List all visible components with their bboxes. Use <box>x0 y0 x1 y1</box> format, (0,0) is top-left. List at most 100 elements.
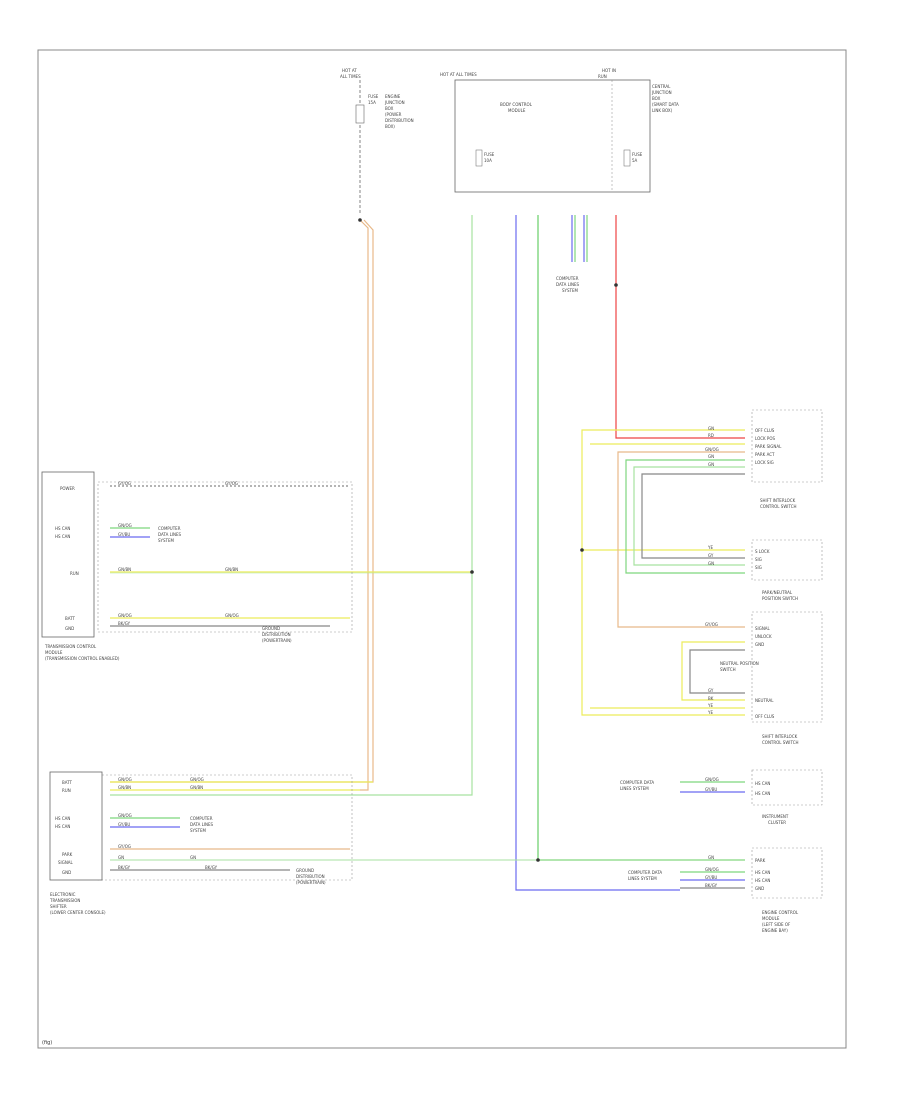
svg-text:SHIFT INTERLOCK: SHIFT INTERLOCK <box>760 498 796 503</box>
svg-text:PARK: PARK <box>755 858 766 863</box>
svg-text:SIG: SIG <box>755 557 762 562</box>
svg-text:GY/OG: GY/OG <box>118 481 131 486</box>
wire-shifter <box>110 817 350 871</box>
fuse-top-left: HOT AT ALL TIMES FUSE 15A ENGINE JUNCTIO… <box>340 68 414 215</box>
wire-yellow-right <box>581 429 745 716</box>
wire-green-right <box>625 459 745 574</box>
park-neutral-switch: S LOCK SIG SIG PARK/NEUTRAL POSITION SWI… <box>751 539 823 601</box>
svg-text:DATA LINES: DATA LINES <box>556 282 580 287</box>
svg-text:SYSTEM: SYSTEM <box>190 828 206 833</box>
svg-text:HOT AT: HOT AT <box>342 68 357 73</box>
svg-text:UNLOCK: UNLOCK <box>755 634 772 639</box>
svg-text:GN/OG: GN/OG <box>190 777 204 782</box>
svg-text:(TRANSMISSION CONTROL ENABLED): (TRANSMISSION CONTROL ENABLED) <box>45 656 120 661</box>
svg-text:GN/OG: GN/OG <box>118 613 132 618</box>
svg-text:BK/GY: BK/GY <box>118 865 131 870</box>
svg-text:GN/BN: GN/BN <box>118 785 131 790</box>
svg-text:PARK: PARK <box>62 852 73 857</box>
svg-text:S LOCK: S LOCK <box>755 549 770 554</box>
svg-text:CONTROL SWITCH: CONTROL SWITCH <box>760 504 797 509</box>
svg-text:ALL TIMES: ALL TIMES <box>340 74 361 79</box>
svg-text:HS CAN: HS CAN <box>755 781 770 786</box>
svg-text:TRANSMISSION: TRANSMISSION <box>49 898 80 903</box>
svg-text:GN/OG: GN/OG <box>118 523 132 528</box>
svg-text:GN/OG: GN/OG <box>705 777 719 782</box>
svg-text:YE: YE <box>707 703 713 708</box>
svg-text:GN/OG: GN/OG <box>225 613 239 618</box>
ic-wire-labels: GN/OG GY/BU <box>705 777 719 792</box>
park-switch-wire-labels: YE GY GN <box>707 545 714 566</box>
svg-text:JUNCTION: JUNCTION <box>651 90 672 95</box>
svg-text:(LEFT SIDE OF: (LEFT SIDE OF <box>762 922 791 927</box>
svg-text:10A: 10A <box>484 158 492 163</box>
svg-text:MODULE: MODULE <box>45 650 63 655</box>
svg-text:(LOWER CENTER CONSOLE): (LOWER CENTER CONSOLE) <box>50 910 106 915</box>
svg-text:HS CAN: HS CAN <box>55 534 70 539</box>
svg-text:RUN: RUN <box>598 74 607 79</box>
diagram-frame <box>37 49 847 1049</box>
svg-text:YE: YE <box>707 545 713 550</box>
bcm-data-note: COMPUTER DATA LINES SYSTEM <box>556 276 580 293</box>
neutral-switch-wire-labels: GY/OG GY BK YE YE <box>705 622 718 715</box>
svg-text:SYSTEM: SYSTEM <box>562 288 578 293</box>
svg-text:INSTRUMENT: INSTRUMENT <box>762 814 789 819</box>
svg-text:5A: 5A <box>632 158 638 163</box>
svg-text:HOT AT ALL TIMES: HOT AT ALL TIMES <box>440 72 477 77</box>
svg-text:LOCK SIG: LOCK SIG <box>755 460 774 465</box>
svg-text:HS CAN: HS CAN <box>755 870 770 875</box>
svg-text:GY/BU: GY/BU <box>705 787 717 792</box>
wire-bcm-stubs <box>571 215 588 262</box>
svg-text:COMPUTER DATA: COMPUTER DATA <box>620 780 654 785</box>
tcm-data-note: COMPUTER DATA LINES SYSTEM <box>158 526 182 543</box>
svg-text:HS CAN: HS CAN <box>55 526 70 531</box>
svg-text:GROUND: GROUND <box>262 626 280 631</box>
svg-text:MODULE: MODULE <box>508 108 526 113</box>
svg-text:GN/OG: GN/OG <box>118 813 132 818</box>
svg-text:OFF CLUS: OFF CLUS <box>755 714 775 719</box>
svg-text:RUN: RUN <box>62 788 71 793</box>
svg-text:FUSE: FUSE <box>484 152 495 157</box>
svg-text:GND: GND <box>65 626 74 631</box>
svg-text:GN/OG: GN/OG <box>118 777 132 782</box>
svg-text:GN: GN <box>708 462 714 467</box>
svg-text:ENGINE: ENGINE <box>385 94 401 99</box>
svg-text:DISTRIBUTION: DISTRIBUTION <box>385 118 414 123</box>
em-data-note: COMPUTER DATA LINES SYSTEM <box>628 870 662 881</box>
sheet-label: (fig) <box>42 1040 52 1046</box>
svg-text:PARK/NEUTRAL: PARK/NEUTRAL <box>762 590 793 595</box>
svg-text:LINES SYSTEM: LINES SYSTEM <box>620 786 649 791</box>
svg-text:YE: YE <box>707 710 713 715</box>
fuse-top-right: HOT IN RUN FUSE 5A CENTRAL JUNCTION BOX … <box>598 68 679 163</box>
svg-text:GN: GN <box>708 426 714 431</box>
svg-text:DISTRIBUTION: DISTRIBUTION <box>296 874 325 879</box>
svg-text:DISTRIBUTION: DISTRIBUTION <box>262 632 291 637</box>
svg-text:GN/BN: GN/BN <box>118 567 131 572</box>
svg-text:ELECTRONIC: ELECTRONIC <box>50 892 76 897</box>
engine-control-module: PARK HS CAN HS CAN GND ENGINE CONTROL MO… <box>751 847 823 933</box>
svg-text:HS CAN: HS CAN <box>55 816 70 821</box>
svg-text:COMPUTER: COMPUTER <box>556 276 579 281</box>
wire-orange-right <box>617 451 745 628</box>
svg-text:SIGNAL: SIGNAL <box>58 860 74 865</box>
svg-text:JUNCTION: JUNCTION <box>384 100 405 105</box>
svg-text:GN: GN <box>708 561 714 566</box>
svg-text:GN: GN <box>190 855 196 860</box>
interlock-note: SHIFT INTERLOCK CONTROL SWITCH <box>762 734 799 745</box>
svg-text:(POWER: (POWER <box>385 112 402 117</box>
svg-text:CLUSTER: CLUSTER <box>768 820 786 825</box>
svg-text:(POWERTRAIN): (POWERTRAIN) <box>296 880 326 885</box>
svg-text:COMPUTER: COMPUTER <box>190 816 213 821</box>
shifter-wire-labels: GN/OG GN/OG GN/BN GN/BN GN/OG GY/BU GY/O… <box>118 777 218 870</box>
ic-data-note: COMPUTER DATA LINES SYSTEM <box>620 780 654 791</box>
svg-text:GN/OG: GN/OG <box>705 447 719 452</box>
svg-text:SWITCH: SWITCH <box>720 667 736 672</box>
svg-text:LINK BOX): LINK BOX) <box>652 108 673 113</box>
svg-text:BATT: BATT <box>65 616 76 621</box>
svg-text:COMPUTER DATA: COMPUTER DATA <box>628 870 662 875</box>
svg-text:GY/OG: GY/OG <box>118 844 131 849</box>
tcm-connector-box <box>97 481 353 633</box>
svg-text:BODY CONTROL: BODY CONTROL <box>500 102 533 107</box>
transmission-shifter: BATT RUN HS CAN HS CAN PARK SIGNAL GND E… <box>49 771 106 915</box>
svg-text:GY: GY <box>708 688 714 693</box>
